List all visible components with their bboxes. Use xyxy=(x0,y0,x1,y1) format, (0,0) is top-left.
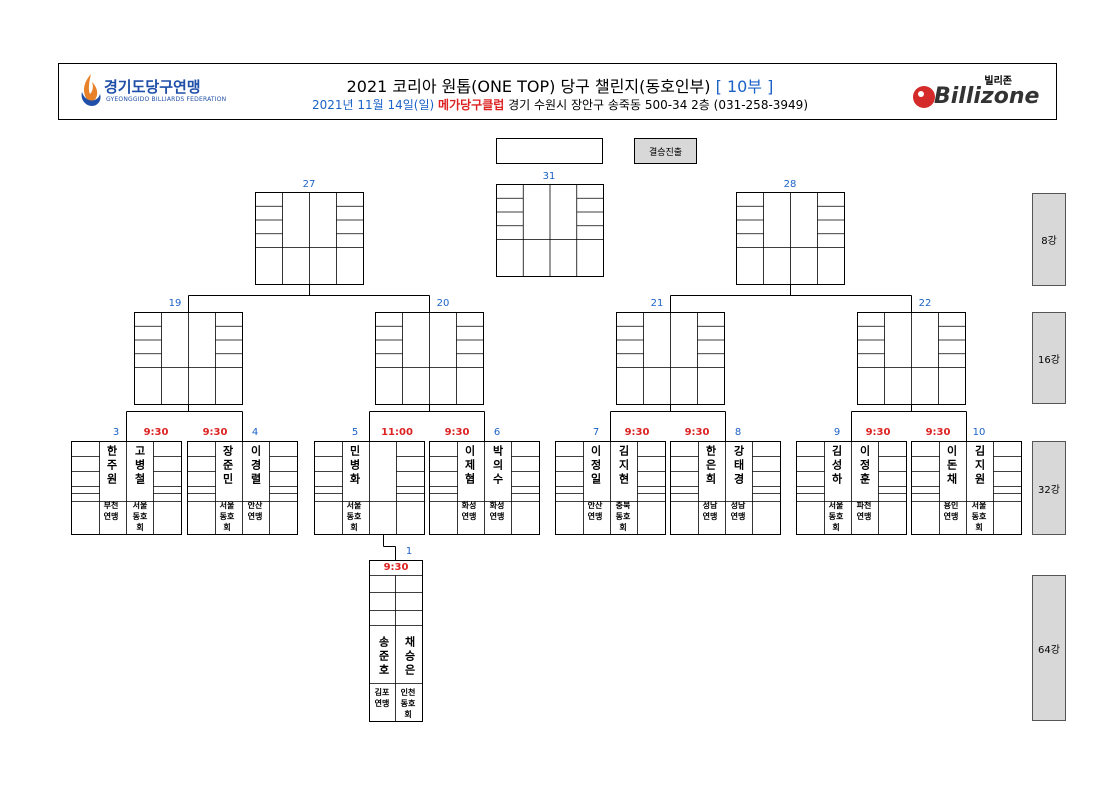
player-club: 성남연맹 xyxy=(730,501,746,521)
match-number-21: 21 xyxy=(650,298,664,309)
round-label-8: 8강 xyxy=(1032,193,1066,286)
match-number-28: 28 xyxy=(783,179,797,190)
player-club: 서울동호회 xyxy=(971,501,987,532)
page-title: 2021 코리아 원톱(ONE TOP) 당구 챌린지(동호인부) [ 10부 … xyxy=(250,73,870,97)
match-number-3: 3 xyxy=(112,427,120,438)
match-time-10: 9:30 xyxy=(925,427,951,438)
final-winner-box xyxy=(496,138,603,164)
match-number-31: 31 xyxy=(542,171,556,182)
division-label: [ 10부 ] xyxy=(715,77,774,96)
match-number-27: 27 xyxy=(302,179,316,190)
player-club: 파천연맹 xyxy=(856,501,872,521)
match-number-10: 10 xyxy=(972,427,986,438)
billiard-ball-icon xyxy=(913,86,935,108)
match-number-9: 9 xyxy=(833,427,841,438)
player-name: 김성하 xyxy=(830,445,843,487)
match-time-6: 9:30 xyxy=(444,427,470,438)
match-number-6: 6 xyxy=(493,427,501,438)
match-number-7: 7 xyxy=(592,427,600,438)
match-time-3: 9:30 xyxy=(143,427,169,438)
match-number-1: 1 xyxy=(405,546,413,557)
player-name: 강태경 xyxy=(732,445,745,487)
header-frame xyxy=(58,63,1057,120)
federation-name-en: GYEONGGIDO BILLIARDS FEDERATION xyxy=(106,96,227,103)
player-club: 성남연맹 xyxy=(702,501,718,521)
player-name: 김지현 xyxy=(617,445,630,487)
player-club: 서울동호회 xyxy=(828,501,844,532)
federation-name: 경기도당구연맹 xyxy=(104,78,201,96)
player-name: 이정훈 xyxy=(858,445,871,487)
round-label-32: 32강 xyxy=(1032,441,1066,535)
player-name: 박의수 xyxy=(491,445,504,487)
player-name: 이정일 xyxy=(589,445,602,487)
sponsor-name-kr: 빌리존 xyxy=(984,76,1012,87)
match-number-5: 5 xyxy=(351,427,359,438)
sponsor-logo: 빌리존 Billizone xyxy=(912,72,1039,112)
event-date: 2021년 11월 14일(일) xyxy=(311,98,435,112)
player-name: 장준민 xyxy=(221,445,234,487)
player-club: 부천연맹 xyxy=(103,501,119,521)
player-name: 이돈채 xyxy=(945,445,958,487)
player-name: 이제혐 xyxy=(463,445,476,487)
player-club: 용인연맹 xyxy=(943,501,959,521)
flame-icon xyxy=(81,74,101,106)
match-number-19: 19 xyxy=(168,298,182,309)
player-name: 이경렬 xyxy=(249,445,262,487)
player-name: 송준호 xyxy=(377,636,390,678)
match-time-8: 9:30 xyxy=(684,427,710,438)
player-name: 고병철 xyxy=(133,445,146,487)
title-text: 2021 코리아 원톱(ONE TOP) 당구 챌린지(동호인부) xyxy=(346,77,711,96)
match-number-20: 20 xyxy=(436,298,450,309)
player-name: 김지원 xyxy=(973,445,986,487)
event-info: 2021년 11월 14일(일) 메가당구클럽 경기 수원시 장안구 송죽동 5… xyxy=(250,96,870,113)
event-venue: 메가당구클럽 xyxy=(438,98,505,112)
player-club: 화성연맹 xyxy=(461,501,477,521)
match-time-1: 9:30 xyxy=(383,562,409,573)
player-name: 한주원 xyxy=(105,445,118,487)
sponsor-name-en: Billizone xyxy=(934,84,1040,109)
player-club: 서울동호회 xyxy=(132,501,148,532)
match-time-4: 9:30 xyxy=(202,427,228,438)
match-number-4: 4 xyxy=(251,427,259,438)
player-name: 한은희 xyxy=(704,445,717,487)
player-club: 안산연맹 xyxy=(247,501,263,521)
match-number-22: 22 xyxy=(918,298,932,309)
round-label-64: 64강 xyxy=(1032,575,1066,721)
player-club: 안산연맹 xyxy=(587,501,603,521)
player-club: 충북동호회 xyxy=(615,501,631,532)
federation-logo: 경기도당구연맹 GYEONGGIDO BILLIARDS FEDERATION xyxy=(78,72,248,112)
player-name: 채승은 xyxy=(403,636,416,678)
player-club: 화성연맹 xyxy=(489,501,505,521)
match-time-7: 9:30 xyxy=(624,427,650,438)
match-number-8: 8 xyxy=(734,427,742,438)
player-name: 민병화 xyxy=(348,445,361,487)
player-club: 서울동호회 xyxy=(219,501,235,532)
player-club: 서울동호회 xyxy=(346,501,362,532)
match-time-5: 11:00 xyxy=(381,427,413,438)
player-club: 김포연맹 xyxy=(374,688,390,708)
event-address: 경기 수원시 장안구 송죽동 500-34 2층 (031-258-3949) xyxy=(508,98,809,112)
match-time-9: 9:30 xyxy=(865,427,891,438)
final-label: 결승진출 xyxy=(634,138,697,164)
round-label-16: 16강 xyxy=(1032,312,1066,404)
player-club: 인천동호회 xyxy=(400,688,416,719)
